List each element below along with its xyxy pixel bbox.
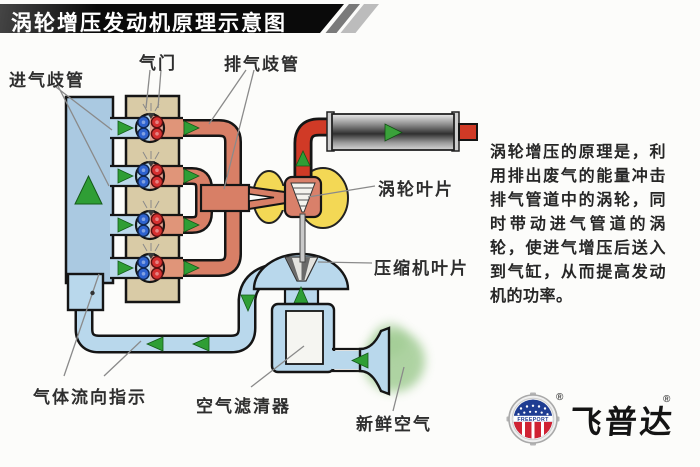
air-filter-assembly bbox=[270, 302, 425, 396]
leader-lines bbox=[51, 69, 405, 412]
principle-description: 涡轮增压的原理是，利用排出废气的能量冲击排气管道中的涡轮，同时带动进气管道的涡轮… bbox=[490, 144, 666, 305]
turbo-shaft bbox=[299, 213, 306, 263]
flow-arrow bbox=[384, 123, 403, 142]
intake-plenum bbox=[64, 95, 115, 285]
label-fresh-air: 新鲜空气 bbox=[356, 415, 432, 434]
compressor bbox=[252, 213, 350, 308]
turbine-inlet-pipes bbox=[248, 185, 293, 211]
brand-name: 飞普达 bbox=[568, 404, 677, 440]
registered-mark: ® bbox=[663, 394, 671, 405]
badge-stars bbox=[517, 404, 549, 416]
flow-arrow bbox=[240, 294, 256, 312]
flow-arrow bbox=[192, 336, 210, 352]
label-air-filter: 空气滤清器 bbox=[196, 397, 291, 416]
registered-mark: ® bbox=[556, 392, 564, 403]
page-title: 涡轮增压发动机原理示意图 bbox=[11, 12, 287, 35]
turbine-blade-cone bbox=[290, 182, 316, 213]
exhaust-manifold-pipes bbox=[180, 119, 251, 277]
label-exhaust-manifold: 排气歧管 bbox=[224, 55, 300, 74]
label-valve: 气门 bbox=[139, 54, 177, 73]
label-compressor-blade: 压缩机叶片 bbox=[374, 259, 469, 278]
exhaust-outlet-pipe bbox=[458, 123, 478, 141]
badge-text: FREEPORT bbox=[517, 417, 549, 423]
flow-arrow bbox=[351, 352, 369, 369]
flow-arrow bbox=[146, 336, 164, 352]
plenum-inlet-box bbox=[66, 272, 105, 312]
label-intake-manifold: 进气歧管 bbox=[9, 71, 85, 90]
flow-arrow-up-plenum bbox=[74, 174, 103, 205]
exhaust-uppipe bbox=[293, 117, 333, 184]
flow-arrow bbox=[295, 150, 311, 167]
turbocharger-turbine bbox=[283, 175, 323, 219]
muffler bbox=[326, 111, 478, 152]
title-bar bbox=[0, 4, 344, 33]
brand-badge-logo: FREEPORT bbox=[506, 392, 560, 446]
intake-trumpet bbox=[358, 326, 391, 396]
label-turbine-blade: 涡轮叶片 bbox=[378, 180, 454, 199]
label-flow-direction: 气体流向指示 bbox=[33, 388, 147, 407]
